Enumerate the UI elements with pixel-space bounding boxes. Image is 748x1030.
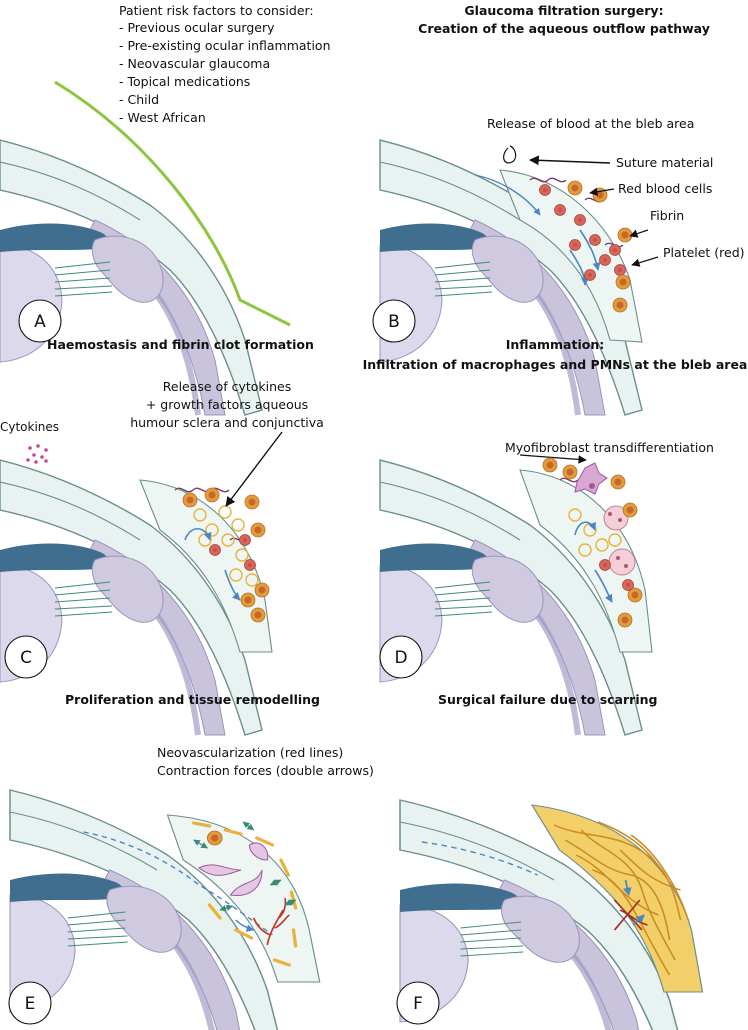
label-fibrin: Fibrin — [650, 208, 684, 223]
badge-e: E — [8, 981, 52, 1025]
risk-factors-title: Patient risk factors to consider: — [119, 3, 314, 18]
svg-text:B: B — [388, 312, 400, 332]
label-suture-material: Suture material — [616, 155, 713, 170]
panel-f-title: Surgical failure due to scarring — [438, 692, 657, 707]
panel-f: Surgical failure due to scarring — [396, 692, 704, 1030]
panel-d: Inflammation: Infiltration of macrophage… — [363, 337, 748, 735]
label-red-blood-cells: Red blood cells — [618, 181, 712, 196]
panel-e-line2: Contraction forces (double arrows) — [157, 763, 374, 778]
svg-text:D: D — [394, 648, 407, 668]
panel-a-eye — [0, 140, 262, 415]
panel-a: Patient risk factors to consider: - Prev… — [0, 3, 331, 415]
label-platelet: Platelet (red) — [663, 245, 745, 260]
svg-text:A: A — [34, 312, 46, 332]
cytokine-dots — [26, 444, 48, 464]
risk-factors-list: - Previous ocular surgery - Pre-existing… — [119, 20, 331, 125]
cytokines-line3: humour sclera and conjunctiva — [130, 415, 324, 430]
conjunctiva-line — [54, 80, 291, 327]
panel-e: Proliferation and tissue remodelling Neo… — [9, 692, 374, 1030]
cytokines-line2: + growth factors aqueous — [146, 397, 308, 412]
badge-f: F — [396, 981, 440, 1025]
risk-factor-item: - West African — [119, 110, 206, 125]
risk-factor-item: - Topical medications — [119, 74, 250, 89]
svg-text:F: F — [413, 994, 423, 1014]
panel-b: Glaucoma filtration surgery: Creation of… — [372, 3, 745, 415]
badge-b: B — [372, 299, 416, 343]
panel-e-title: Proliferation and tissue remodelling — [65, 692, 320, 707]
risk-factor-item: - Neovascular glaucoma — [119, 56, 270, 71]
panel-f-eye — [400, 800, 704, 1030]
panel-e-line1: Neovascularization (red lines) — [157, 745, 343, 760]
risk-factor-item: - Pre-existing ocular inflammation — [119, 38, 331, 53]
risk-factor-item: - Previous ocular surgery — [119, 20, 275, 35]
panel-c: Haemostasis and fibrin clot formation Re… — [0, 337, 324, 735]
panel-b-subtitle: Release of blood at the bleb area — [487, 116, 694, 131]
label-myofibroblast: Myofibroblast transdifferentiation — [505, 440, 714, 455]
svg-text:C: C — [20, 648, 32, 668]
panel-b-title-line1: Glaucoma filtration surgery: — [464, 3, 663, 18]
panel-c-eye — [0, 460, 273, 735]
svg-text:E: E — [25, 994, 36, 1014]
risk-factor-item: - Child — [119, 92, 159, 107]
panel-b-title-line2: Creation of the aqueous outflow pathway — [418, 21, 710, 36]
panel-d-eye — [380, 458, 653, 735]
badge-c: C — [4, 635, 48, 679]
panel-c-title: Haemostasis and fibrin clot formation — [47, 337, 314, 352]
cytokines-side-label: Cytokines — [0, 420, 59, 434]
panel-d-title-line2: Infiltration of macrophages and PMNs at … — [363, 357, 748, 372]
panel-d-title-line1: Inflammation: — [506, 337, 604, 352]
panel-b-eye — [380, 140, 642, 415]
badge-d: D — [379, 635, 423, 679]
badge-a: A — [18, 299, 62, 343]
panel-e-eye — [10, 790, 321, 1030]
cytokines-line1: Release of cytokines — [163, 379, 292, 394]
